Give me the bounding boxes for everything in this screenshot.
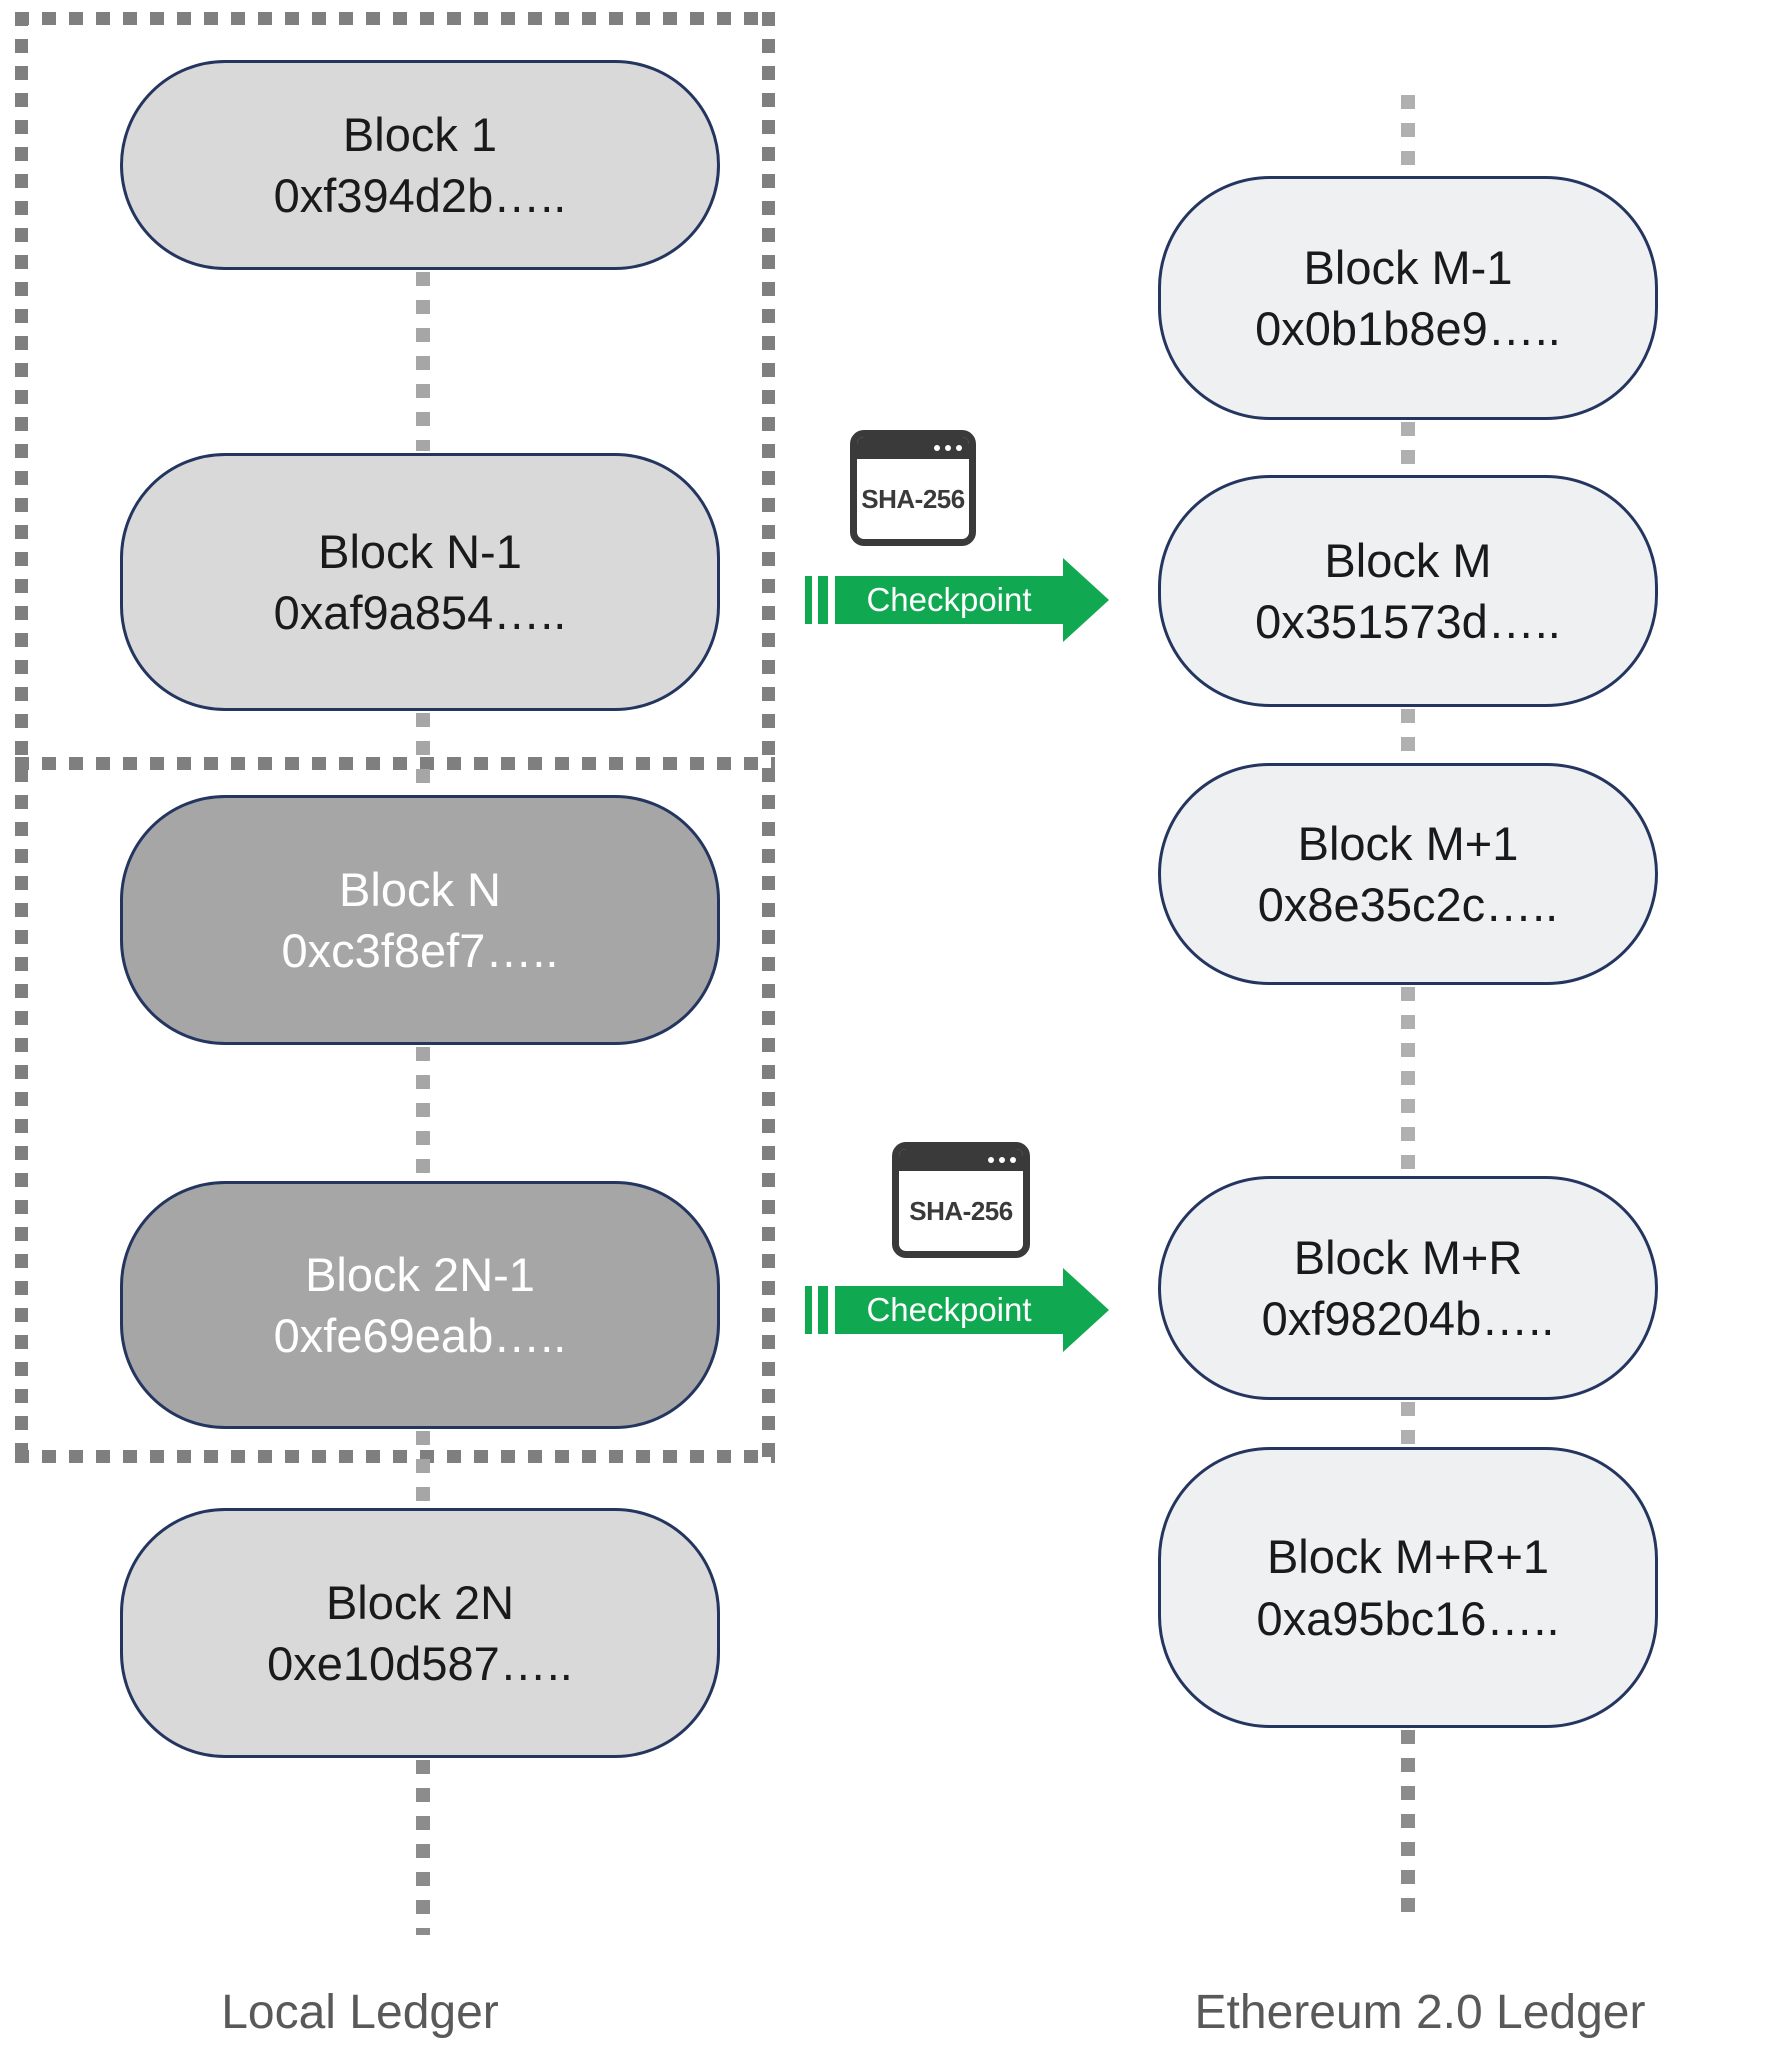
sha256-window-icon: SHA-256 (850, 430, 976, 546)
local-chain-connector (416, 272, 430, 451)
group-box-top-edge (15, 12, 775, 25)
checkpoint-arrow-label: Checkpoint (835, 576, 1063, 624)
checkpoint-arrow: Checkpoint (805, 558, 1109, 642)
local-chain-connector (416, 1760, 430, 1935)
ethereum-block-m-1: Block M-1 0x0b1b8e9….. (1158, 176, 1658, 420)
local-block-2n: Block 2N 0xe10d587….. (120, 1508, 720, 1758)
local-chain-connector (416, 1047, 430, 1179)
block-name: Block M+1 (1297, 816, 1519, 870)
block-hash: 0xa95bc16….. (1256, 1591, 1560, 1645)
ethereum-block-m-plus-r: Block M+R 0xf98204b….. (1158, 1176, 1658, 1400)
group-box-right-edge (762, 12, 775, 1463)
sha256-label: SHA-256 (909, 1195, 1013, 1226)
sha256-label: SHA-256 (861, 483, 965, 514)
group-box-bottom-edge (15, 1450, 775, 1463)
ethereum-chain-connector (1401, 1730, 1415, 1923)
block-hash: 0xf98204b….. (1261, 1292, 1555, 1345)
ethereum-chain-connector (1401, 95, 1415, 174)
block-hash: 0xf394d2b….. (273, 169, 567, 222)
local-block-2n-1: Block 2N-1 0xfe69eab….. (120, 1181, 720, 1429)
group-box-left-edge (15, 12, 28, 1463)
window-dot-icon (999, 1157, 1005, 1163)
block-name: Block 2N (325, 1575, 515, 1629)
window-dot-icon (945, 445, 951, 451)
ethereum-chain-connector (1401, 422, 1415, 473)
checkpoint-arrow: Checkpoint (805, 1268, 1109, 1352)
window-titlebar (899, 1149, 1023, 1171)
window-dot-icon (934, 445, 940, 451)
arrow-stripe (805, 576, 812, 624)
block-name: Block M+R+1 (1266, 1530, 1550, 1584)
group-box-divider (15, 757, 775, 770)
window-dot-icon (956, 445, 962, 451)
block-hash: 0x0b1b8e9….. (1255, 302, 1561, 355)
arrow-head-icon (1063, 1268, 1109, 1352)
window-titlebar (857, 437, 969, 459)
window-dot-icon (988, 1157, 994, 1163)
block-name: Block M (1324, 533, 1492, 587)
block-name: Block N-1 (318, 524, 522, 578)
block-name: Block 1 (342, 107, 498, 161)
ethereum-block-m: Block M 0x351573d….. (1158, 475, 1658, 707)
sha256-window-icon: SHA-256 (892, 1142, 1030, 1258)
local-block-1: Block 1 0xf394d2b….. (120, 60, 720, 270)
local-block-n-1: Block N-1 0xaf9a854….. (120, 453, 720, 711)
ethereum-ledger-label: Ethereum 2.0 Ledger (1194, 1986, 1646, 2039)
arrow-head-icon (1063, 558, 1109, 642)
block-name: Block 2N-1 (305, 1247, 535, 1301)
local-ledger-label: Local Ledger (221, 1986, 499, 2039)
arrow-stripe (818, 576, 828, 624)
window-dot-icon (1010, 1157, 1016, 1163)
block-hash: 0x351573d….. (1255, 595, 1561, 648)
ethereum-chain-connector (1401, 709, 1415, 761)
arrow-stripe (805, 1286, 812, 1334)
block-hash: 0xaf9a854….. (273, 586, 567, 639)
ethereum-block-m-plus-1: Block M+1 0x8e35c2c….. (1158, 763, 1658, 985)
block-name: Block M-1 (1303, 240, 1513, 294)
ethereum-chain-connector (1401, 1402, 1415, 1445)
block-name: Block N (339, 862, 501, 916)
local-block-n: Block N 0xc3f8ef7….. (120, 795, 720, 1045)
block-hash: 0xfe69eab….. (273, 1309, 567, 1362)
block-hash: 0x8e35c2c….. (1257, 878, 1559, 931)
block-hash: 0xc3f8ef7….. (281, 924, 559, 977)
block-name: Block M+R (1293, 1230, 1523, 1284)
ethereum-block-m-plus-r-plus-1: Block M+R+1 0xa95bc16….. (1158, 1447, 1658, 1728)
ethereum-chain-connector (1401, 987, 1415, 1174)
checkpoint-arrow-label: Checkpoint (835, 1286, 1063, 1334)
block-hash: 0xe10d587….. (267, 1637, 573, 1690)
local-chain-connector (416, 713, 430, 793)
local-chain-connector (416, 1431, 430, 1506)
arrow-stripe (818, 1286, 828, 1334)
